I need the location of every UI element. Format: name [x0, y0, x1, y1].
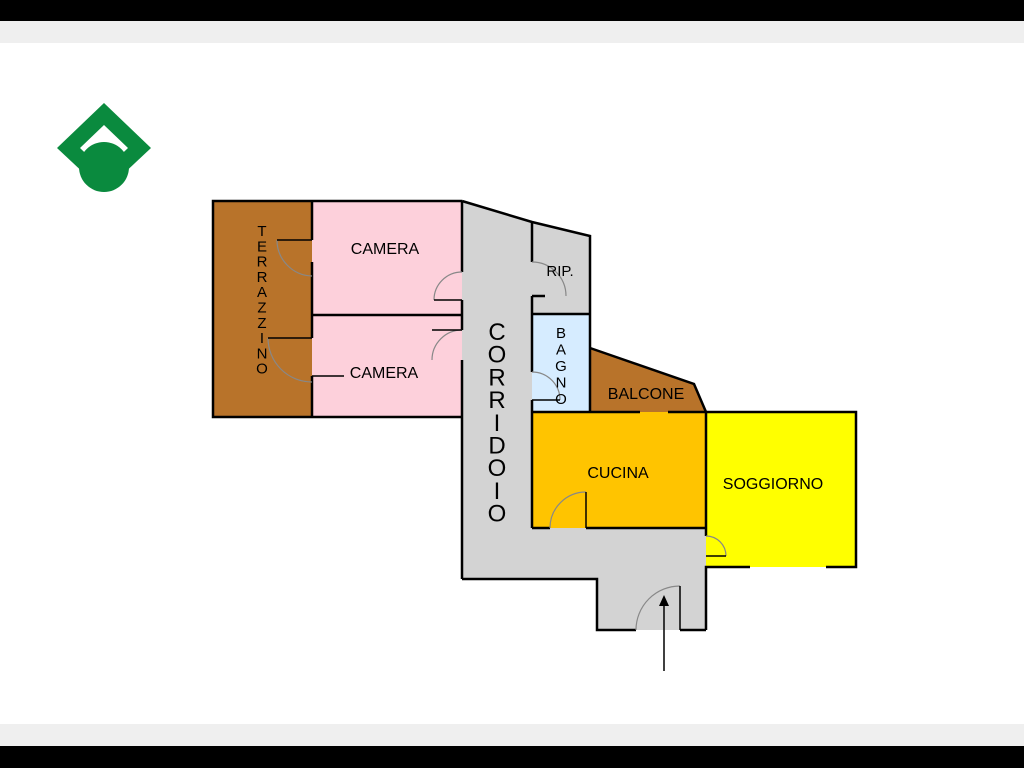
green-diamond-circle-logo — [57, 103, 151, 192]
bottom-black-bar — [0, 746, 1024, 768]
room-soggiorno — [706, 412, 856, 567]
camera-top-label: CAMERA — [351, 241, 420, 258]
top-gray-band — [0, 21, 1024, 43]
room-bagno — [532, 314, 590, 412]
walls — [211, 199, 858, 632]
bottom-gray-band — [0, 724, 1024, 746]
soggiorno-label: SOGGIORNO — [723, 476, 823, 493]
room-camera-top — [312, 201, 462, 315]
top-black-bar — [0, 0, 1024, 21]
camera-bottom-label: CAMERA — [350, 365, 419, 382]
room-corridoio — [462, 201, 706, 630]
room-terrazzino — [213, 201, 312, 417]
balcone-label: BALCONE — [608, 386, 684, 403]
room-ripostiglio — [532, 222, 590, 314]
room-cucina — [532, 412, 706, 528]
door-swings — [267, 239, 727, 631]
ripostiglio-label: RIP. — [546, 263, 573, 280]
room-camera-bottom — [312, 315, 462, 417]
entrance-arrow-icon — [659, 595, 669, 671]
cucina-label: CUCINA — [587, 465, 649, 482]
room-balcone — [590, 348, 706, 412]
